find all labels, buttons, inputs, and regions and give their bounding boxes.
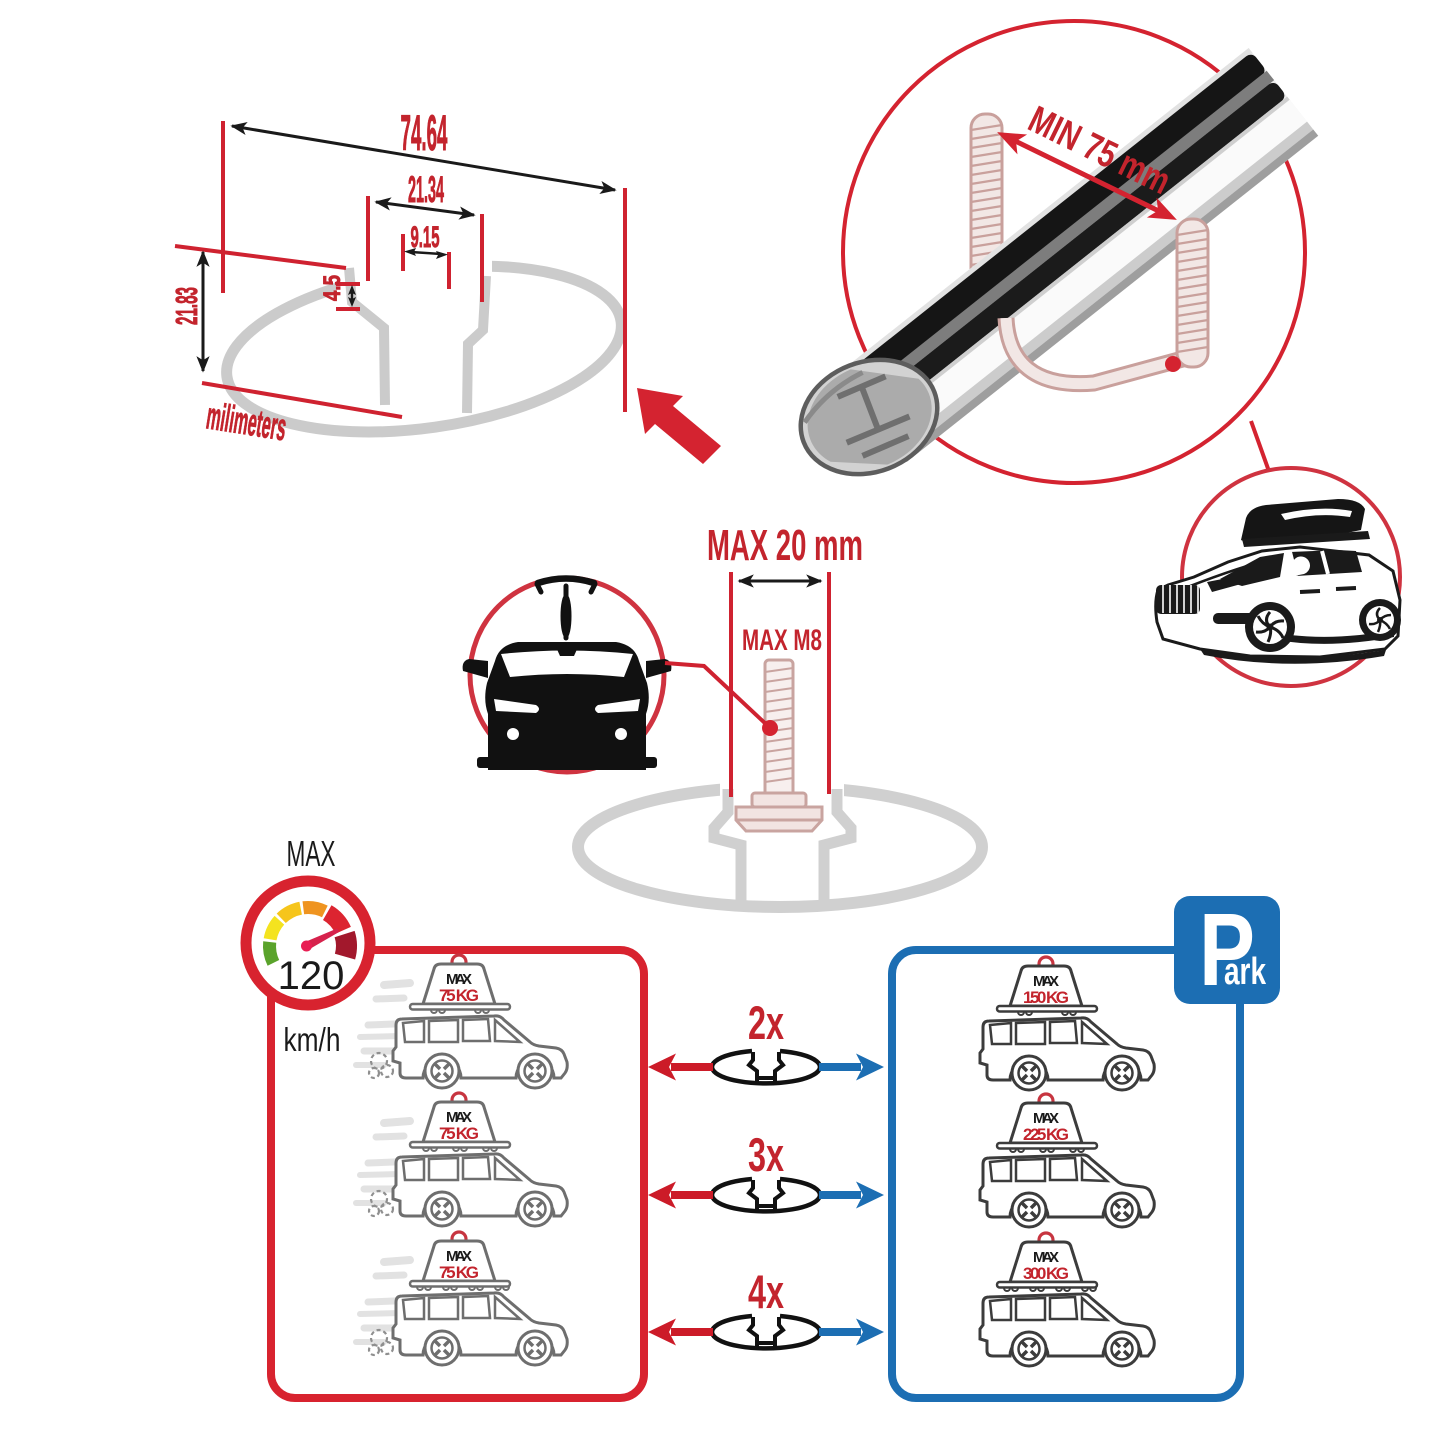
svg-text:75 KG: 75 KG (439, 1263, 479, 1282)
svg-text:74.64: 74.64 (401, 105, 448, 161)
svg-text:MAX: MAX (1033, 1110, 1059, 1127)
svg-text:21.34: 21.34 (408, 169, 444, 210)
svg-text:4.5: 4.5 (319, 275, 346, 301)
svg-text:225 KG: 225 KG (1023, 1125, 1069, 1144)
svg-text:km/h: km/h (284, 1021, 341, 1058)
svg-text:P: P (1199, 892, 1255, 1007)
svg-text:4x: 4x (748, 1265, 784, 1318)
svg-text:2x: 2x (748, 996, 784, 1049)
svg-text:MAX: MAX (446, 1248, 472, 1265)
svg-text:75 KG: 75 KG (439, 1124, 479, 1143)
svg-text:MAX: MAX (446, 971, 472, 988)
svg-text:MAX: MAX (1033, 973, 1059, 990)
svg-text:MAX: MAX (446, 1109, 472, 1126)
svg-text:120: 120 (278, 954, 345, 998)
svg-text:75 KG: 75 KG (439, 986, 479, 1005)
svg-text:MAX 20 mm: MAX 20 mm (707, 521, 863, 570)
svg-text:3x: 3x (748, 1128, 784, 1181)
svg-text:150 KG: 150 KG (1023, 988, 1069, 1007)
svg-text:ark: ark (1224, 951, 1267, 993)
svg-text:MAX M8: MAX M8 (742, 624, 822, 657)
svg-text:300 KG: 300 KG (1023, 1264, 1069, 1283)
svg-text:9.15: 9.15 (411, 221, 440, 254)
svg-text:MAX: MAX (287, 833, 336, 874)
svg-text:21.83: 21.83 (169, 287, 204, 325)
svg-text:MAX: MAX (1033, 1249, 1059, 1266)
